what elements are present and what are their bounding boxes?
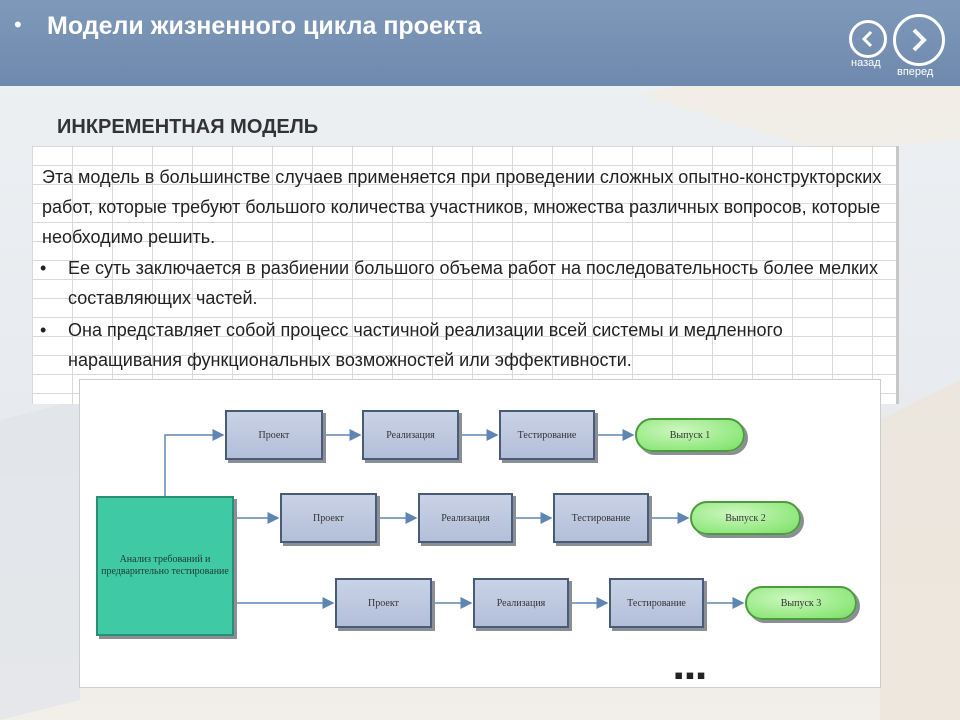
analysis-box: Анализ требований и предварительно тести… [96,496,234,636]
section-title: ИНКРЕМЕНТНАЯ МОДЕЛЬ [57,116,318,139]
testing-box: Тестирование [553,493,649,543]
back-button[interactable] [849,20,887,58]
bullet-text: Ее суть заключается в разбиении большого… [68,253,900,313]
bullet-dot: • [40,253,46,283]
chevron-right-icon [905,26,933,54]
bullet-text: Она представляет собой процесс частичной… [68,315,900,375]
incremental-model-diagram: Анализ требований и предварительно тести… [79,379,881,688]
forward-label[interactable]: вперед [897,66,933,78]
slide-header: • Модели жизненного цикла проекта [0,0,960,86]
project-box: Проект [225,410,323,460]
project-box: Проект [335,578,432,628]
testing-box: Тестирование [609,578,704,628]
continuation-ellipsis: ▪▪▪ [674,660,708,691]
forward-button[interactable] [893,14,945,66]
release-box: Выпуск 1 [635,418,745,452]
slide-title: Модели жизненного цикла проекта [47,10,567,43]
project-box: Проект [280,493,377,543]
release-box: Выпуск 3 [745,586,857,620]
bullet-dot: • [40,315,46,345]
intro-paragraph: Эта модель в большинстве случаев применя… [42,162,902,252]
back-label[interactable]: назад [851,57,881,69]
testing-box: Тестирование [499,410,595,460]
implementation-box: Реализация [418,493,513,543]
implementation-box: Реализация [473,578,569,628]
implementation-box: Реализация [362,410,459,460]
header-bullet: • [14,12,22,38]
connector-arrow [165,435,223,496]
release-box: Выпуск 2 [690,501,801,535]
chevron-left-icon [858,29,878,49]
